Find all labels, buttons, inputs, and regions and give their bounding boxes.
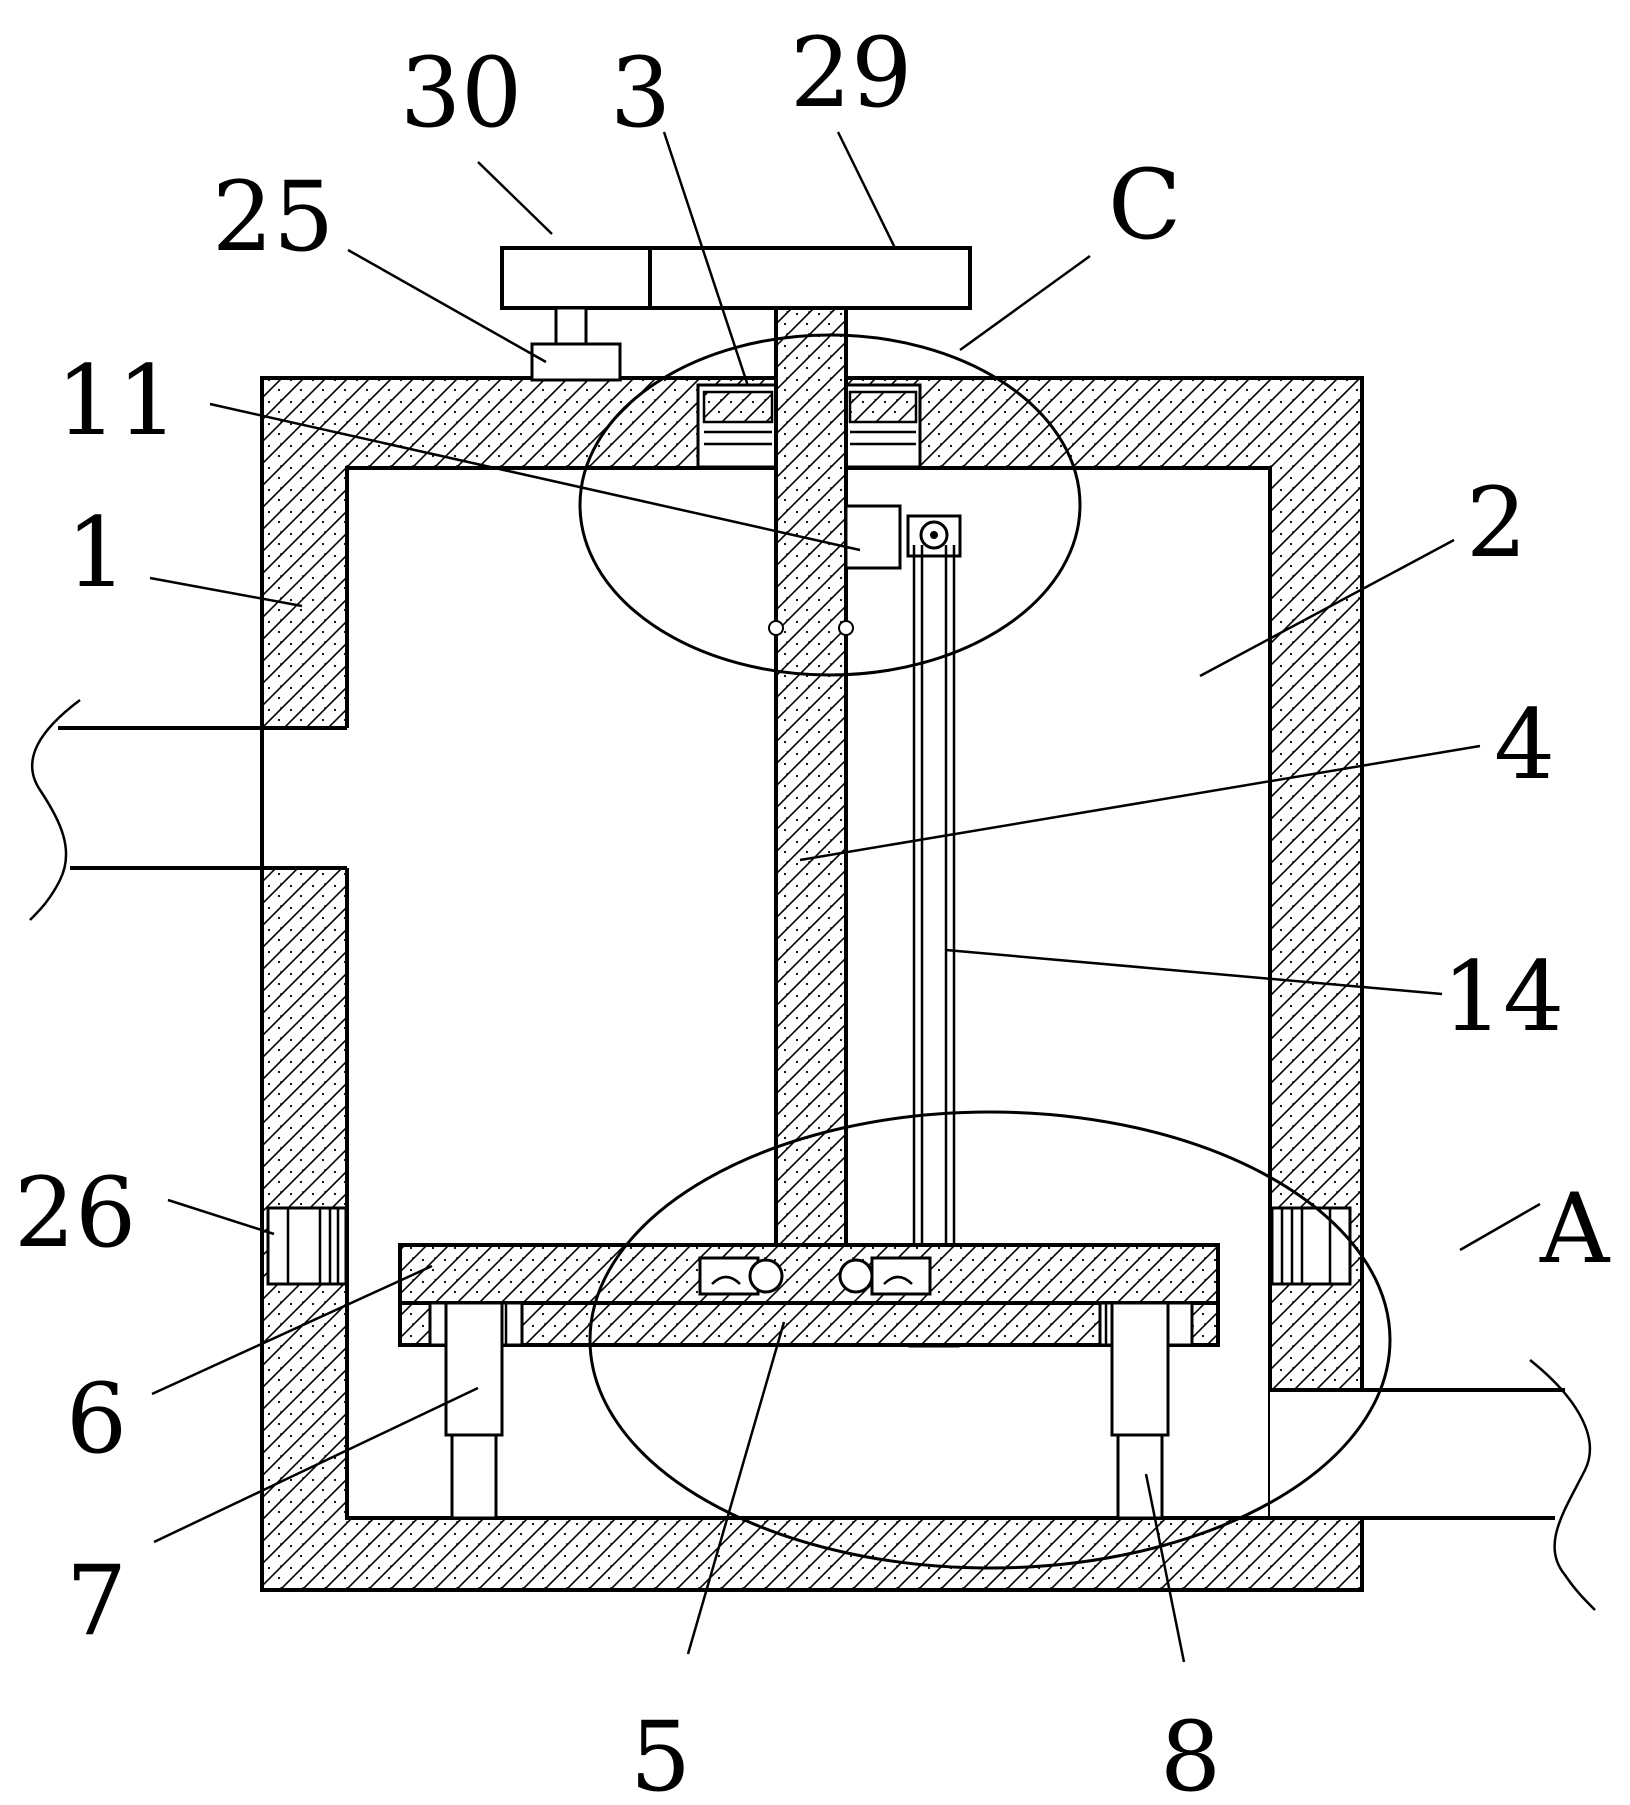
label-29: 29 bbox=[790, 17, 912, 129]
belt-14 bbox=[906, 514, 962, 1348]
legs bbox=[444, 1301, 1170, 1520]
label-8: 8 bbox=[1160, 1701, 1221, 1805]
label-c: C bbox=[1108, 149, 1181, 261]
bearing-3 bbox=[702, 390, 918, 446]
label-6: 6 bbox=[66, 1363, 127, 1475]
leg-8-lower bbox=[1116, 1433, 1164, 1520]
shaft-4 bbox=[768, 306, 854, 1280]
left-pipe bbox=[29, 699, 350, 921]
label-a: A bbox=[1539, 1173, 1611, 1285]
side-bearings-26 bbox=[266, 1206, 1352, 1286]
label-14: 14 bbox=[1442, 941, 1564, 1053]
leg-8-upper bbox=[1110, 1301, 1170, 1437]
detail-circle-c bbox=[578, 333, 1082, 677]
leg-7-lower bbox=[450, 1433, 498, 1520]
plates bbox=[398, 1243, 1220, 1347]
label-7: 7 bbox=[66, 1545, 127, 1657]
right-pipe bbox=[1270, 1359, 1596, 1611]
post-25 bbox=[554, 306, 588, 350]
base-25 bbox=[530, 342, 622, 382]
part-11 bbox=[844, 504, 902, 570]
detail-circle-a bbox=[588, 1110, 1392, 1570]
label-5: 5 bbox=[630, 1701, 691, 1805]
label-11: 11 bbox=[56, 345, 178, 457]
label-26: 26 bbox=[14, 1157, 136, 1269]
leader-lines bbox=[149, 131, 1541, 1663]
leg-7-upper bbox=[444, 1301, 504, 1437]
label-1: 1 bbox=[66, 497, 127, 609]
label-30: 30 bbox=[400, 37, 522, 149]
plate-5 bbox=[398, 1301, 1220, 1347]
label-3: 3 bbox=[610, 37, 671, 149]
plate-6 bbox=[398, 1243, 1220, 1305]
label-25: 25 bbox=[212, 161, 334, 273]
label-2: 2 bbox=[1466, 467, 1527, 579]
top-cap bbox=[500, 246, 972, 382]
cap-29 bbox=[500, 246, 972, 310]
labels: 30 3 29 25 C 11 1 2 4 14 26 A 6 7 5 8 bbox=[14, 17, 1611, 1805]
label-4: 4 bbox=[1494, 689, 1555, 801]
